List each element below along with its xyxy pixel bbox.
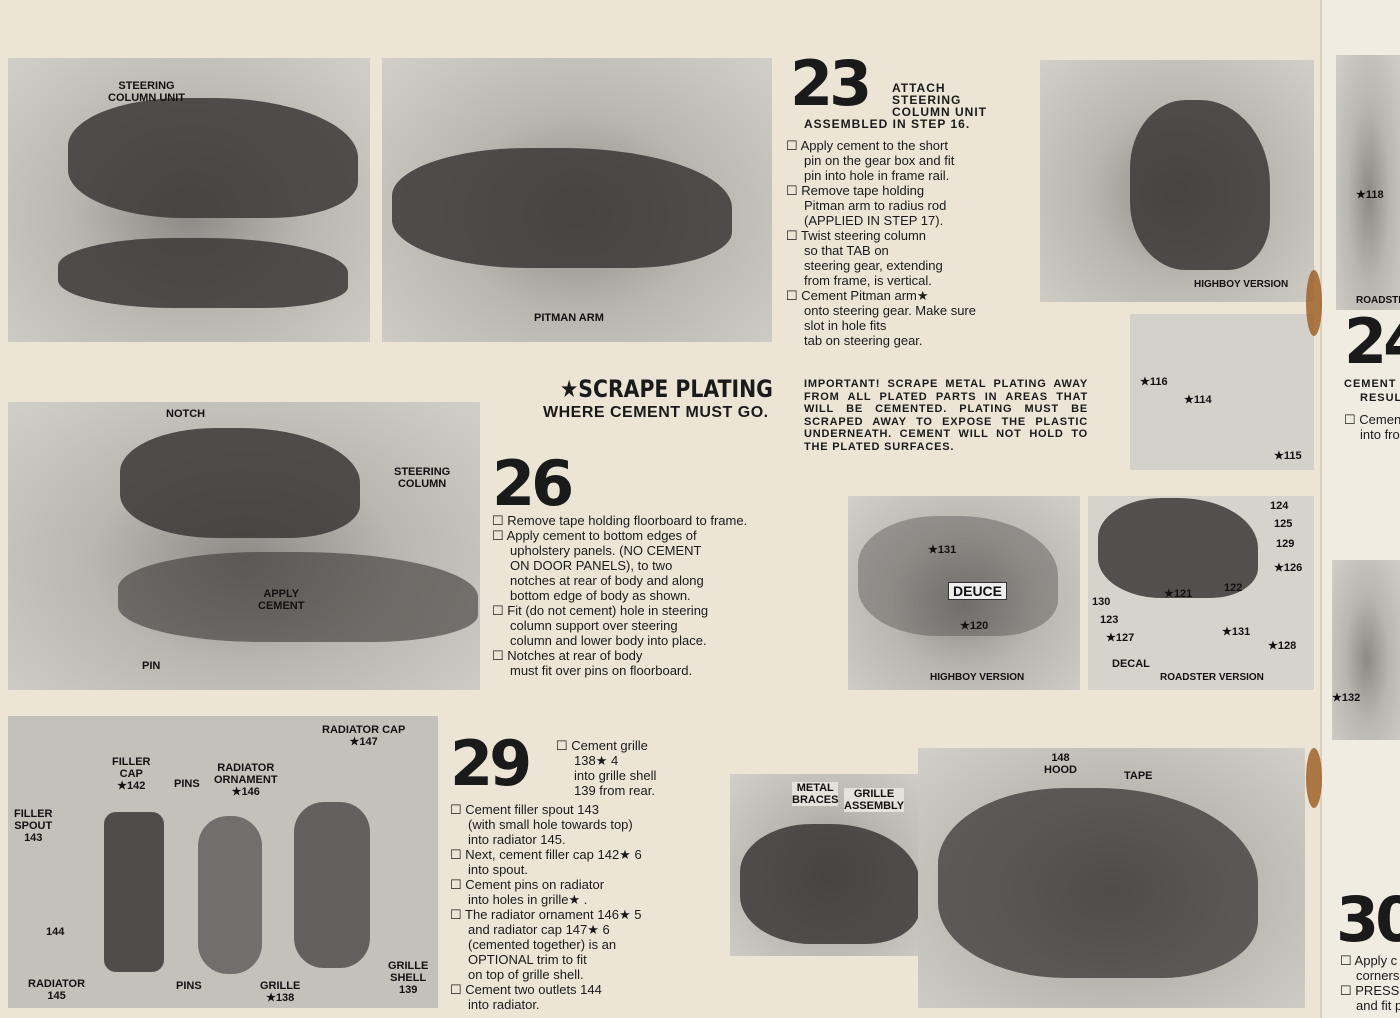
label-metal-braces: METAL BRACES [792,782,839,806]
step-number-24: 24 [1344,305,1400,378]
label-pins: PINS [176,980,202,992]
step-30-item-cont: corners [1356,968,1400,983]
label-part: ★126 [1274,562,1303,574]
label-highboy-version: HIGHBOY VERSION [1194,279,1289,290]
label-grille-assembly: GRILLE ASSEMBLY [844,788,905,812]
step-30-item[interactable]: ☐ PRESS [1340,983,1400,998]
step-29-first: Cement grille 138★ 4 into grille shell 1… [556,738,686,798]
checklist-item[interactable]: Next, cement filler cap 142★ 6 into spou… [450,847,690,877]
label-notch: NOTCH [166,408,206,420]
label-part-131: ★131 [928,544,957,556]
label-part: 129 [1276,538,1295,550]
label-tape: TAPE [1124,770,1153,782]
step-23-instructions: Apply cement to the short pin on the gea… [786,138,1026,348]
label-part: ★128 [1268,640,1297,652]
step-24-item[interactable]: ☐ Cemen [1344,412,1400,427]
label-roadster: ROADSTE [1356,295,1400,306]
photo-highboy-rear: ★131 DEUCE ★120 HIGHBOY VERSION [848,496,1080,690]
label-part-144: 144 [46,926,65,938]
staple-rust-stain [1306,748,1322,808]
step-24-heading: CEMENT [1344,378,1397,390]
label-part: 125 [1274,518,1293,530]
photo-body-floorboard: NOTCH STEERING COLUMN APPLY CEMENT PIN [8,402,480,690]
checklist-item[interactable]: Apply cement to the short pin on the gea… [786,138,1026,183]
label-radiator-cap: RADIATOR CAP ★147 [322,724,406,748]
label-part: 130 [1092,596,1111,608]
checklist-item[interactable]: Cement two outlets 144 into radiator. [450,982,690,1012]
photo-radiator-parts: RADIATOR CAP ★147 FILLER CAP ★142 PINS R… [8,716,438,1008]
label-part-120: ★120 [960,620,989,632]
label-grille: GRILLE ★138 [260,980,301,1004]
scrape-plating-subtitle: WHERE CEMENT MUST GO. [543,404,769,421]
label-part: ★127 [1106,632,1135,644]
step-number-29: 29 [450,727,532,800]
label-part: ★121 [1164,588,1193,600]
label-pitman-arm: PITMAN ARM [534,312,604,324]
photo-pitman-arm: PITMAN ARM [382,58,772,342]
photo-right-engine: ★132 [1332,560,1400,740]
staple-rust-stain [1306,270,1322,336]
checklist-item[interactable]: Cement grille 138★ 4 into grille shell 1… [556,738,686,798]
label-part-116: ★116 [1140,376,1168,388]
label-roadster-version: ROADSTER VERSION [1160,672,1264,683]
step-number-23: 23 [790,47,872,120]
checklist-item[interactable]: Notches at rear of body must fit over pi… [492,648,792,678]
checklist-item[interactable]: Fit (do not cement) hole in steering col… [492,603,792,648]
right-page-edge: ★118 ROADSTE 24 CEMENT RESUL ☐ Cemen int… [1320,0,1400,1018]
label-highboy-version: HIGHBOY VERSION [930,672,1025,683]
step-26-instructions: Remove tape holding floorboard to frame.… [492,513,792,678]
step-23-heading: ATTACH STEERING COLUMN UNIT [892,81,987,119]
photo-headers: ★116 ★114 ★115 [1130,314,1314,470]
label-steering-column-unit: STEERING COLUMN UNIT [108,80,185,104]
photo-roadster-rear: 124 125 129 ★126 130 ★121 122 123 ★127 ★… [1088,496,1314,690]
label-filler-cap: FILLER CAP ★142 [112,756,151,792]
photo-hood-taped: 148 HOOD TAPE [918,748,1305,1008]
step-30-item[interactable]: ☐ Apply c [1340,953,1398,968]
label-part-114: ★114 [1184,394,1212,406]
label-part-115: ★115 [1274,450,1302,462]
label-part-132: ★132 [1332,692,1361,704]
important-notice: IMPORTANT! SCRAPE METAL PLATING AWAY FRO… [804,378,1088,453]
photo-right-roadster: ★118 ROADSTE [1336,55,1400,310]
checklist-item[interactable]: Remove tape holding floorboard to frame. [492,513,792,528]
label-decal: DECAL [1112,658,1150,670]
label-radiator: RADIATOR 145 [28,978,86,1002]
checklist-item[interactable]: Twist steering column so that TAB on ste… [786,228,1026,288]
label-filler-spout: FILLER SPOUT 143 [14,808,53,844]
step-30-item-cont: and fit p [1356,998,1400,1013]
checklist-item[interactable]: Cement Pitman arm★ onto steering gear. M… [786,288,1026,348]
label-part: 122 [1224,582,1243,594]
label-radiator-ornament: RADIATOR ORNAMENT ★146 [214,762,278,798]
step-24-item-cont: into fro [1360,427,1400,442]
photo-highboy-engine: HIGHBOY VERSION [1040,60,1314,302]
checklist-item[interactable]: Cement filler spout 143 (with small hole… [450,802,690,847]
step-24-heading-2: RESUL [1360,392,1400,404]
label-part: 123 [1100,614,1119,626]
step-29-instructions: Cement filler spout 143 (with small hole… [450,802,690,1012]
label-grille-shell: GRILLE SHELL 139 [388,960,429,996]
checklist-item[interactable]: Remove tape holding Pitman arm to radius… [786,183,1026,228]
label-pin: PIN [142,660,161,672]
step-23-heading-2: ASSEMBLED IN STEP 16. [804,117,971,131]
label-hood: 148 HOOD [1044,752,1077,776]
license-plate-deuce: DEUCE [948,582,1008,600]
step-number-30: 30 [1336,883,1400,956]
label-steering-column: STEERING COLUMN [394,466,451,490]
label-part-118: ★118 [1356,189,1384,201]
label-apply-cement: APPLY CEMENT [258,588,305,612]
photo-steering-column-frame: STEERING COLUMN UNIT [8,58,370,342]
step-number-26: 26 [492,447,574,520]
scrape-plating-title: ★SCRAPE PLATING [560,375,773,403]
label-part: ★131 [1222,626,1251,638]
label-pins: PINS [174,778,200,790]
checklist-item[interactable]: Cement pins on radiator into holes in gr… [450,877,690,907]
checklist-item[interactable]: The radiator ornament 146★ 5 and radiato… [450,907,690,982]
checklist-item[interactable]: Apply cement to bottom edges of upholste… [492,528,792,603]
photo-grille-assembly: METAL BRACES GRILLE ASSEMBLY [730,774,930,956]
label-part: 124 [1270,500,1289,512]
